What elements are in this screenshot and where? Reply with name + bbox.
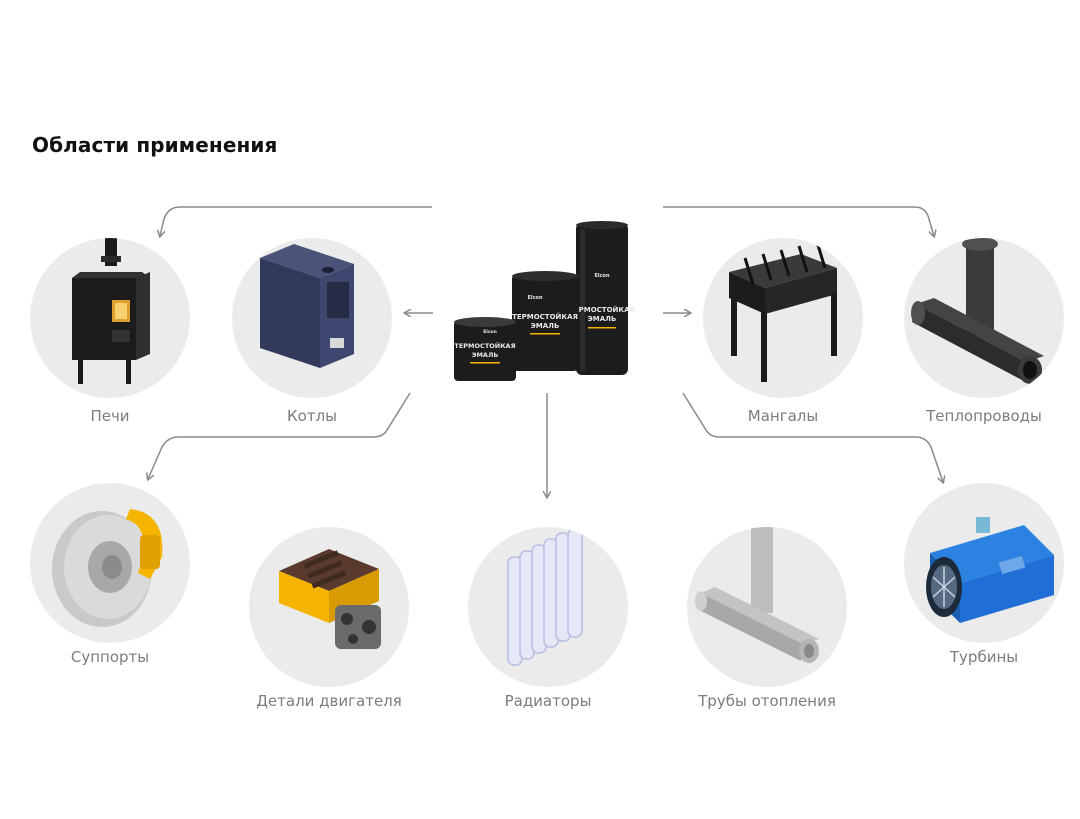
- connector-to-pechi: [160, 206, 432, 236]
- boiler-icon: [260, 244, 354, 368]
- label-supporty: Суппорты: [70, 648, 150, 666]
- label-detali: Детали двигателя: [256, 692, 402, 710]
- can-label-2: ЭМАЛЬ: [588, 315, 617, 323]
- svg-text:ЭМАЛЬ: ЭМАЛЬ: [472, 351, 499, 359]
- application-kotly: Котлы: [232, 238, 392, 425]
- application-detali: Детали двигателя: [249, 527, 409, 710]
- application-mangaly: Мангалы: [703, 238, 863, 425]
- spray-can: Elcon ТЕРМОСТОЙКАЯ ЭМАЛЬ: [569, 221, 635, 375]
- can-label-1: ТЕРМОСТОЙКАЯ: [569, 305, 635, 314]
- svg-text:ТЕРМОСТОЙКАЯ: ТЕРМОСТОЙКАЯ: [454, 341, 515, 350]
- section-title: Области применения: [32, 133, 278, 157]
- connector-to-teploprovody: [663, 206, 934, 236]
- label-radiatory: Радиаторы: [504, 692, 592, 710]
- stove-icon: [72, 238, 150, 384]
- brake-caliper-icon: [52, 509, 163, 627]
- label-truby: Трубы отопления: [698, 692, 836, 710]
- svg-text:Elcon: Elcon: [527, 295, 543, 301]
- svg-text:Elcon: Elcon: [483, 329, 497, 335]
- svg-text:ЭМАЛЬ: ЭМАЛЬ: [531, 322, 560, 330]
- svg-text:ТЕРМОСТОЙКАЯ: ТЕРМОСТОЙКАЯ: [512, 312, 578, 321]
- label-teploprovody: Теплопроводы: [926, 407, 1042, 425]
- label-pechi: Печи: [90, 407, 130, 425]
- product-cans: Elcon ТЕРМОСТОЙКАЯ ЭМАЛЬ Elcon ТЕРМОСТОЙ…: [440, 215, 650, 395]
- label-mangaly: Мангалы: [747, 407, 819, 425]
- engine-icon: [279, 549, 381, 649]
- connector-to-supporty: [148, 392, 411, 479]
- application-radiatory: Радиаторы: [468, 527, 628, 710]
- heating-pipe-icon: [695, 527, 819, 663]
- heat-pipe-icon: [911, 238, 1044, 384]
- radiator-icon: [507, 528, 583, 666]
- application-supporty: Суппорты: [30, 483, 190, 666]
- grill-icon: [729, 241, 837, 382]
- application-teploprovody: Теплопроводы: [904, 238, 1064, 425]
- small-tin: Elcon ТЕРМОСТОЙКАЯ ЭМАЛЬ: [454, 317, 516, 381]
- connector-to-turbiny: [682, 392, 943, 482]
- label-kotly: Котлы: [287, 407, 337, 425]
- can-brand: Elcon: [594, 273, 610, 279]
- medium-tin: Elcon ТЕРМОСТОЙКАЯ ЭМАЛЬ: [512, 271, 578, 371]
- application-pechi: Печи: [30, 238, 190, 425]
- application-truby: Трубы отопления: [687, 527, 847, 710]
- turbine-icon: [926, 517, 1054, 623]
- application-turbiny: Турбины: [904, 483, 1064, 666]
- label-turbiny: Турбины: [949, 648, 1019, 666]
